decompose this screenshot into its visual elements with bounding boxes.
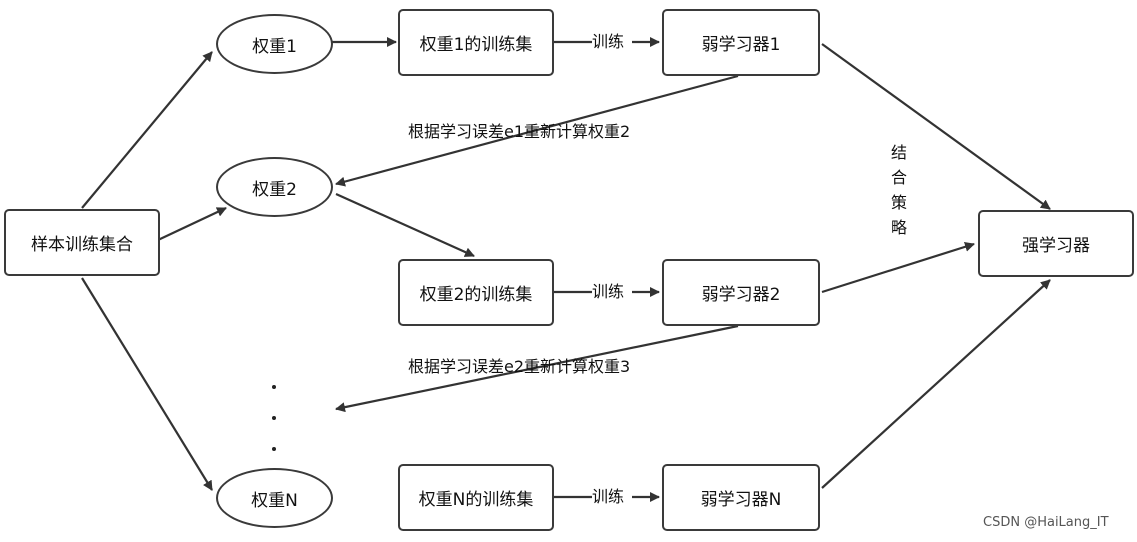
- sample-training-set-node: 样本训练集合: [4, 209, 160, 276]
- ellipsis-dot-2: [272, 416, 276, 420]
- watermark: CSDN @HaiLang_IT: [983, 515, 1109, 530]
- arrow-weak2-to-dots: [335, 324, 739, 413]
- weight-1-label: 权重1: [252, 36, 297, 57]
- weak-learner-1-node: 弱学习器1: [662, 9, 820, 76]
- recompute-weight-label-1: 根据学习误差e1重新计算权重2: [408, 122, 631, 141]
- train-label-n: 训练: [592, 487, 625, 507]
- train-label-2: 训练: [592, 282, 625, 302]
- arrow-weak1-to-strong: [821, 43, 1051, 210]
- combine-char-1: 结: [890, 143, 907, 162]
- combine-char-3: 策: [890, 193, 907, 212]
- sample-training-set-label: 样本训练集合: [31, 235, 133, 255]
- weight-2-node: 权重2: [216, 157, 333, 217]
- train-set-2-node: 权重2的训练集: [398, 259, 554, 326]
- ellipsis-dot-1: [272, 385, 276, 389]
- weight-2-label: 权重2: [252, 179, 297, 200]
- strong-learner-node: 强学习器: [978, 210, 1134, 277]
- combine-char-4: 略: [890, 218, 907, 237]
- train-label-1: 训练: [592, 32, 625, 52]
- arrow-weak2-to-strong: [821, 241, 975, 294]
- train-set-1-node: 权重1的训练集: [398, 9, 554, 76]
- arrow-weak1-to-weight2: [335, 74, 739, 187]
- train-set-n-node: 权重N的训练集: [398, 464, 554, 531]
- combination-strategy-label: 结 合 策 略: [889, 140, 909, 240]
- train-set-1-label: 权重1的训练集: [419, 35, 533, 55]
- weight-n-label: 权重N: [251, 490, 298, 511]
- weak-learner-n-node: 弱学习器N: [662, 464, 820, 531]
- arrow-sample-to-weight2: [157, 207, 227, 241]
- weak-learner-2-label: 弱学习器2: [701, 285, 781, 305]
- weak-learner-1-label: 弱学习器1: [701, 35, 781, 55]
- strong-learner-label: 强学习器: [1022, 236, 1090, 256]
- train-set-n-label: 权重N的训练集: [418, 490, 534, 510]
- weight-1-node: 权重1: [216, 14, 333, 74]
- weight-n-node: 权重N: [216, 468, 333, 528]
- arrow-sample-to-weight1: [81, 51, 213, 209]
- train-set-2-label: 权重2的训练集: [419, 285, 533, 305]
- arrow-weight2-to-trainset2: [335, 192, 475, 258]
- weak-learner-n-label: 弱学习器N: [700, 490, 782, 510]
- weak-learner-2-node: 弱学习器2: [662, 259, 820, 326]
- arrow-weakn-to-strong: [821, 279, 1051, 489]
- ellipsis-dot-3: [272, 447, 276, 451]
- arrow-sample-to-weightn: [81, 277, 213, 491]
- combine-char-2: 合: [890, 168, 907, 187]
- recompute-weight-label-2: 根据学习误差e2重新计算权重3: [408, 357, 631, 376]
